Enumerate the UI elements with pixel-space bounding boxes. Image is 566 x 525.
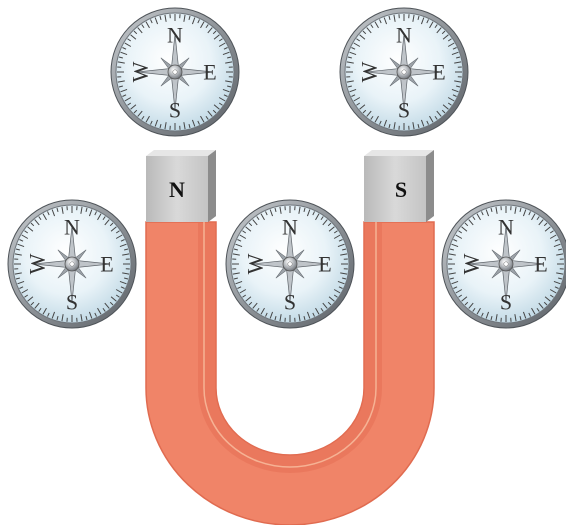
compass-letter-w: W xyxy=(459,253,484,274)
compass-letter-e: E xyxy=(318,252,331,277)
compass-top-right: N SE W xyxy=(340,8,468,136)
compass-letter-n: N xyxy=(282,215,298,240)
compass-letter-w: W xyxy=(128,61,153,82)
compass-letter-s: S xyxy=(398,98,410,123)
compass-letter-s: S xyxy=(284,290,296,315)
compass-middle-left: N SE W xyxy=(8,200,136,328)
compass-letter-n: N xyxy=(498,215,514,240)
compass-letter-w: W xyxy=(243,253,268,274)
compass-middle-center: N SE W xyxy=(226,200,354,328)
compass-letter-e: E xyxy=(432,60,445,85)
compass-letter-n: N xyxy=(167,23,183,48)
compass-letter-n: N xyxy=(396,23,412,48)
compass-top-left: N SE W xyxy=(111,8,239,136)
compass-letter-w: W xyxy=(357,61,382,82)
north-pole-label: N xyxy=(169,177,185,202)
compass-letter-w: W xyxy=(25,253,50,274)
compass-letter-e: E xyxy=(534,252,547,277)
compass-letter-s: S xyxy=(500,290,512,315)
south-pole-label: S xyxy=(395,177,407,202)
compass-letter-e: E xyxy=(203,60,216,85)
north-pole: N xyxy=(146,150,216,222)
compass-letter-n: N xyxy=(64,215,80,240)
compass-letter-s: S xyxy=(66,290,78,315)
compass-middle-right: N SE W xyxy=(442,200,566,328)
compass-letter-s: S xyxy=(169,98,181,123)
south-pole: S xyxy=(364,150,434,222)
compass-letter-e: E xyxy=(100,252,113,277)
